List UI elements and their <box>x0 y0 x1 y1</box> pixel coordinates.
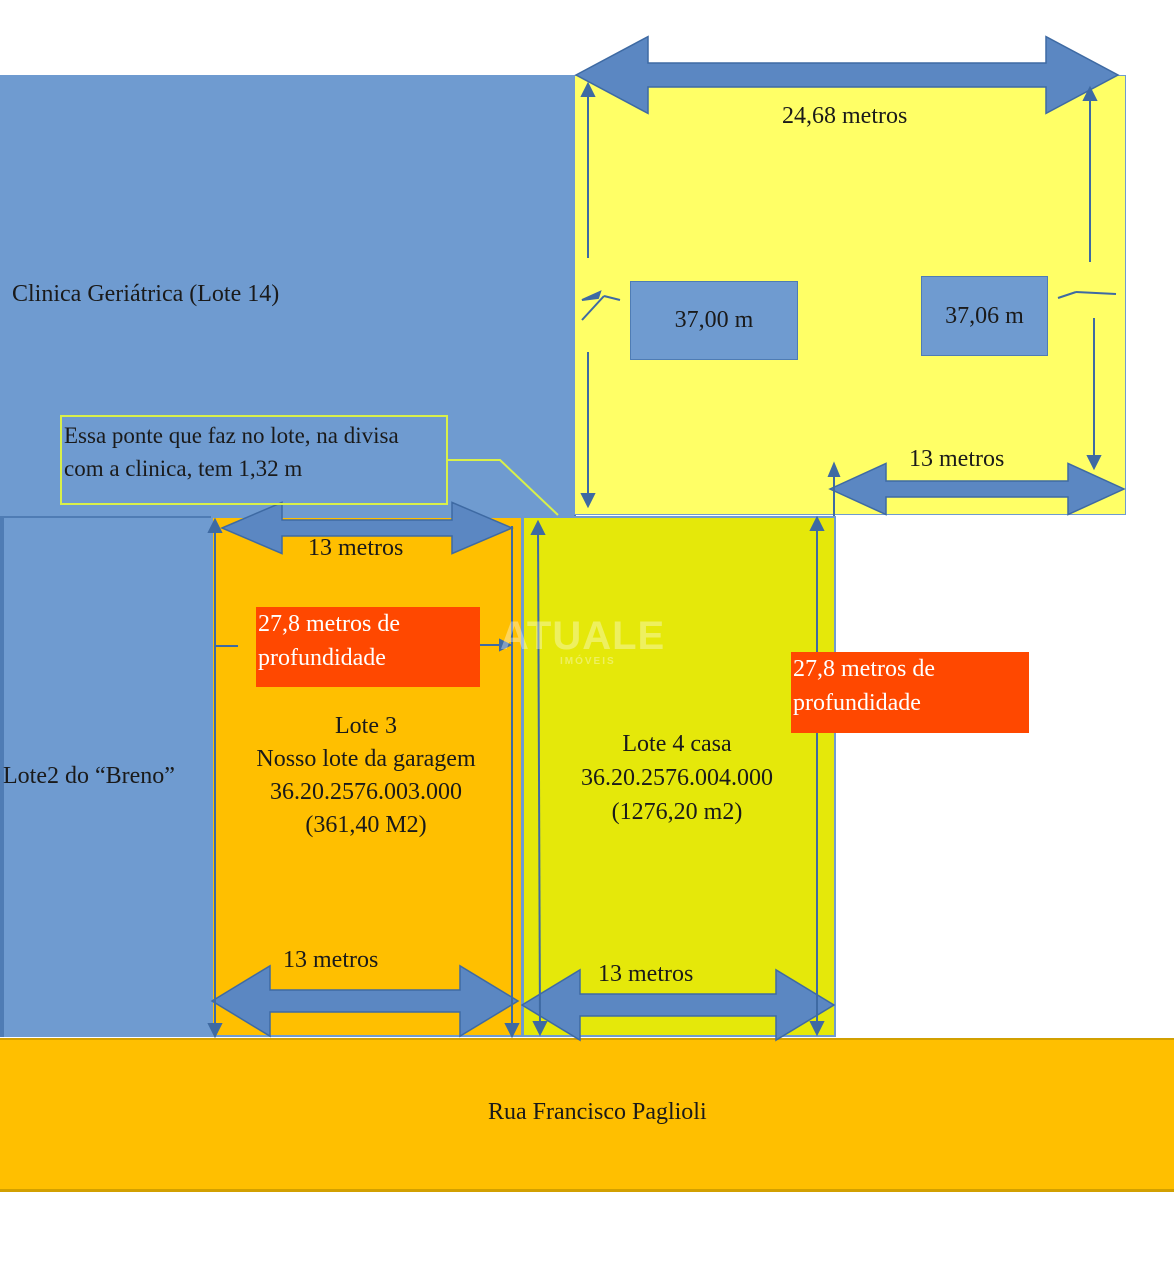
note-connector <box>448 459 559 516</box>
lote3-bottom-width-arrow <box>210 964 520 1038</box>
lote3-region <box>211 516 523 1037</box>
lote4-depth-line-left <box>537 525 541 1029</box>
lote3-top-width-label: 13 metros <box>308 535 404 561</box>
top-width-label: 24,68 metros <box>782 103 908 129</box>
street-label: Rua Francisco Paglioli <box>488 1099 707 1125</box>
lote2-region <box>0 516 213 1037</box>
lote4-depth-badge: 27,8 metros de profundidade <box>791 652 1029 733</box>
left-depth-box: 37,00 m <box>630 281 798 360</box>
lote4-bottom-width-arrow <box>520 968 836 1042</box>
bridge-note-text: Essa ponte que faz no lote, na divisa co… <box>64 423 399 481</box>
lote4-region <box>522 516 836 1037</box>
yellow-bottom-width-label: 13 metros <box>909 446 1005 472</box>
lote3-info: Lote 3 Nosso lote da garagem 36.20.2576.… <box>218 710 514 842</box>
watermark-brand: ATUALE <box>500 614 666 658</box>
left-depth-label: 37,00 m <box>674 307 754 333</box>
right-depth-label: 37,06 m <box>945 302 1024 329</box>
clinic-lot-region <box>0 75 576 516</box>
lote4-depth-label: 27,8 metros de profundidade <box>793 656 935 716</box>
lote4-area: (1276,20 m2) <box>611 799 743 825</box>
bridge-note: Essa ponte que faz no lote, na divisa co… <box>60 415 448 505</box>
lote2-label: Lote2 do “Breno” <box>3 763 175 789</box>
lote4-bottom-width-label: 13 metros <box>598 961 694 987</box>
lote4-info: Lote 4 casa 36.20.2576.004.000 (1276,20 … <box>540 727 814 829</box>
right-depth-box: 37,06 m <box>921 276 1048 356</box>
lote4-registry: 36.20.2576.004.000 <box>581 765 773 791</box>
street-region <box>0 1038 1174 1192</box>
watermark-sub: IMÓVEIS <box>560 656 616 667</box>
lote3-title: Lote 3 <box>335 713 397 739</box>
lote4-title: Lote 4 casa <box>622 731 732 757</box>
yellow-bottom-width-arrow <box>828 462 1126 516</box>
lote3-depth-badge: 27,8 metros de profundidade <box>256 607 480 687</box>
lote3-depth-label: 27,8 metros de profundidade <box>258 611 400 671</box>
lote3-registry: 36.20.2576.003.000 <box>270 779 462 805</box>
top-width-arrow <box>574 35 1120 115</box>
lote3-area: (361,40 M2) <box>305 812 427 838</box>
lote3-subtitle: Nosso lote da garagem <box>256 746 476 772</box>
clinic-label: Clinica Geriátrica (Lote 14) <box>12 281 280 307</box>
lote3-bottom-width-label: 13 metros <box>283 947 379 973</box>
